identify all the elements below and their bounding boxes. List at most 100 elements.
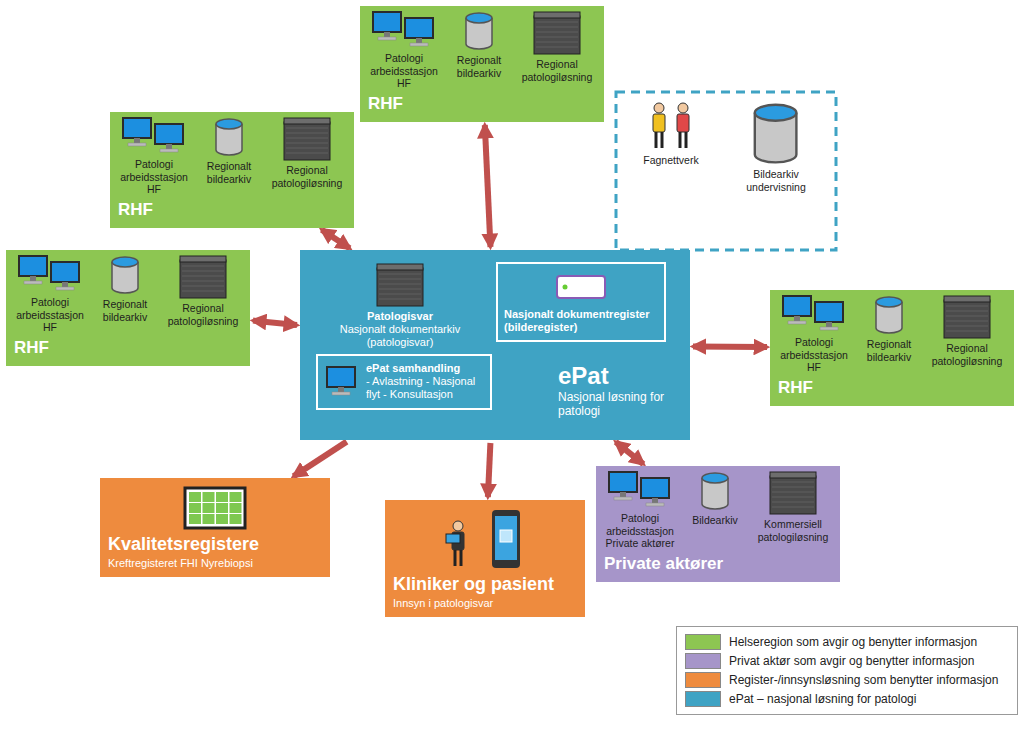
archive-node: Bildearkiv <box>684 470 746 527</box>
g-shape <box>185 488 245 528</box>
line-shape <box>679 132 682 148</box>
double-arrow-connector <box>693 343 767 350</box>
rect-shape <box>446 534 460 543</box>
line-shape <box>379 284 421 285</box>
region-panel: RHFPatologi arbeidsstasjon HFRegional pa… <box>360 6 604 122</box>
rect-shape <box>216 503 228 513</box>
rect-shape <box>180 256 226 262</box>
server-node: Regional patologiløsning <box>924 294 1010 367</box>
text-group: Patologi arbeidsstasjon HF <box>774 336 854 374</box>
line-shape <box>454 550 457 566</box>
g-shape <box>123 118 183 152</box>
rect-shape <box>534 16 580 54</box>
line-shape <box>286 148 328 149</box>
node-text: RHF <box>118 200 346 220</box>
ws-icon <box>369 10 439 50</box>
rect-shape <box>492 510 520 568</box>
phone-icon <box>440 508 530 570</box>
archive-node: Regionalt bildearkiv <box>858 294 920 363</box>
rect-shape <box>557 276 605 298</box>
mon-icon <box>324 365 358 399</box>
db2-icon <box>750 100 802 166</box>
circle-shape <box>654 103 664 113</box>
text-group: Patologi arbeidsstasjon HF <box>114 158 194 196</box>
rect-shape <box>180 260 226 298</box>
region-panel: Private aktørerPatologi arbeidsstasjon P… <box>596 466 840 582</box>
rect-shape <box>203 492 215 502</box>
line-shape <box>379 279 421 280</box>
text-group: Patologi arbeidsstasjon HF <box>10 296 90 334</box>
legend-text: ePat – nasjonal løsning for patologi <box>729 692 916 706</box>
db-icon <box>463 10 495 52</box>
line-shape <box>536 47 578 48</box>
rect-shape <box>826 322 832 327</box>
rect-shape <box>944 300 990 338</box>
line-shape <box>182 266 224 267</box>
line-shape <box>379 294 421 295</box>
ws-icon <box>15 254 85 294</box>
double-arrow-connector <box>293 442 346 477</box>
national-platform: ePatNasjonal løsning for patologiPatolog… <box>300 250 690 440</box>
text-group: Fagnettverk <box>630 154 712 167</box>
rect-shape <box>641 478 669 498</box>
node-text: Kreftregisteret FHI Nyrebiopsi <box>108 557 322 569</box>
line-shape <box>772 502 814 503</box>
line-shape <box>536 37 578 38</box>
rect-shape <box>416 38 422 43</box>
text-group: ePatNasjonal løsning for patologi <box>558 362 682 418</box>
line-shape <box>536 32 578 33</box>
rect-shape <box>51 262 79 282</box>
node-text: ePat <box>558 362 682 390</box>
server-node: Kommersiell patologiløsning <box>750 470 836 543</box>
ellipse-shape <box>216 119 242 129</box>
text-group: RHF <box>12 338 244 360</box>
node-text: Innsyn i patologisvar <box>393 597 577 609</box>
g-shape <box>609 472 669 506</box>
g-shape <box>216 119 242 155</box>
node-text: Regional patologiløsning <box>264 164 350 189</box>
node-text: Regional patologiløsning <box>514 58 600 83</box>
workstation-node: Patologi arbeidsstasjon Private aktører <box>600 470 680 550</box>
rect-shape <box>770 476 816 514</box>
srv-icon <box>280 116 334 162</box>
legend-swatch <box>685 653 721 669</box>
g-shape <box>876 297 902 333</box>
line-shape <box>286 128 328 129</box>
line-shape <box>182 291 224 292</box>
rect-shape <box>373 12 401 32</box>
archive-node: Bildearkiv undervisning <box>726 100 826 193</box>
line-shape <box>182 271 224 272</box>
rect-shape <box>216 492 228 502</box>
text-group: Regionalt bildearkiv <box>448 54 510 79</box>
rect-shape <box>646 503 664 506</box>
rect-shape <box>944 296 990 302</box>
text-group: Patologi arbeidsstasjon HF <box>364 52 444 90</box>
g-shape <box>755 105 797 163</box>
node-text: Kvalitetsregistere <box>108 534 322 555</box>
line-shape <box>536 22 578 23</box>
legend-swatch <box>685 691 721 707</box>
archive-node: Regionalt bildearkiv <box>198 116 260 185</box>
line-shape <box>536 27 578 28</box>
rect-shape <box>160 149 178 152</box>
node-text: Regionalt bildearkiv <box>94 298 156 323</box>
text-group: Nasjonalt dokumentregister (bilderegiste… <box>504 308 658 334</box>
double-arrow-connector <box>485 125 491 247</box>
ellipse-shape <box>755 105 797 121</box>
rect-shape <box>230 503 242 513</box>
g-shape <box>466 13 492 49</box>
rect-shape <box>327 367 355 387</box>
node-text: Patologi arbeidsstasjon HF <box>364 52 444 90</box>
rect-shape <box>495 516 517 560</box>
rect-shape <box>338 387 344 392</box>
rect-shape <box>19 256 47 276</box>
rect-shape <box>820 327 838 330</box>
g-shape <box>19 256 79 290</box>
circle-shape <box>678 103 688 113</box>
line-shape <box>772 507 814 508</box>
node-text: Kliniker og pasient <box>393 574 577 595</box>
text-group: RHF <box>116 200 348 222</box>
text-group: Regionalt bildearkiv <box>858 338 920 363</box>
ellipse-shape <box>702 473 728 483</box>
